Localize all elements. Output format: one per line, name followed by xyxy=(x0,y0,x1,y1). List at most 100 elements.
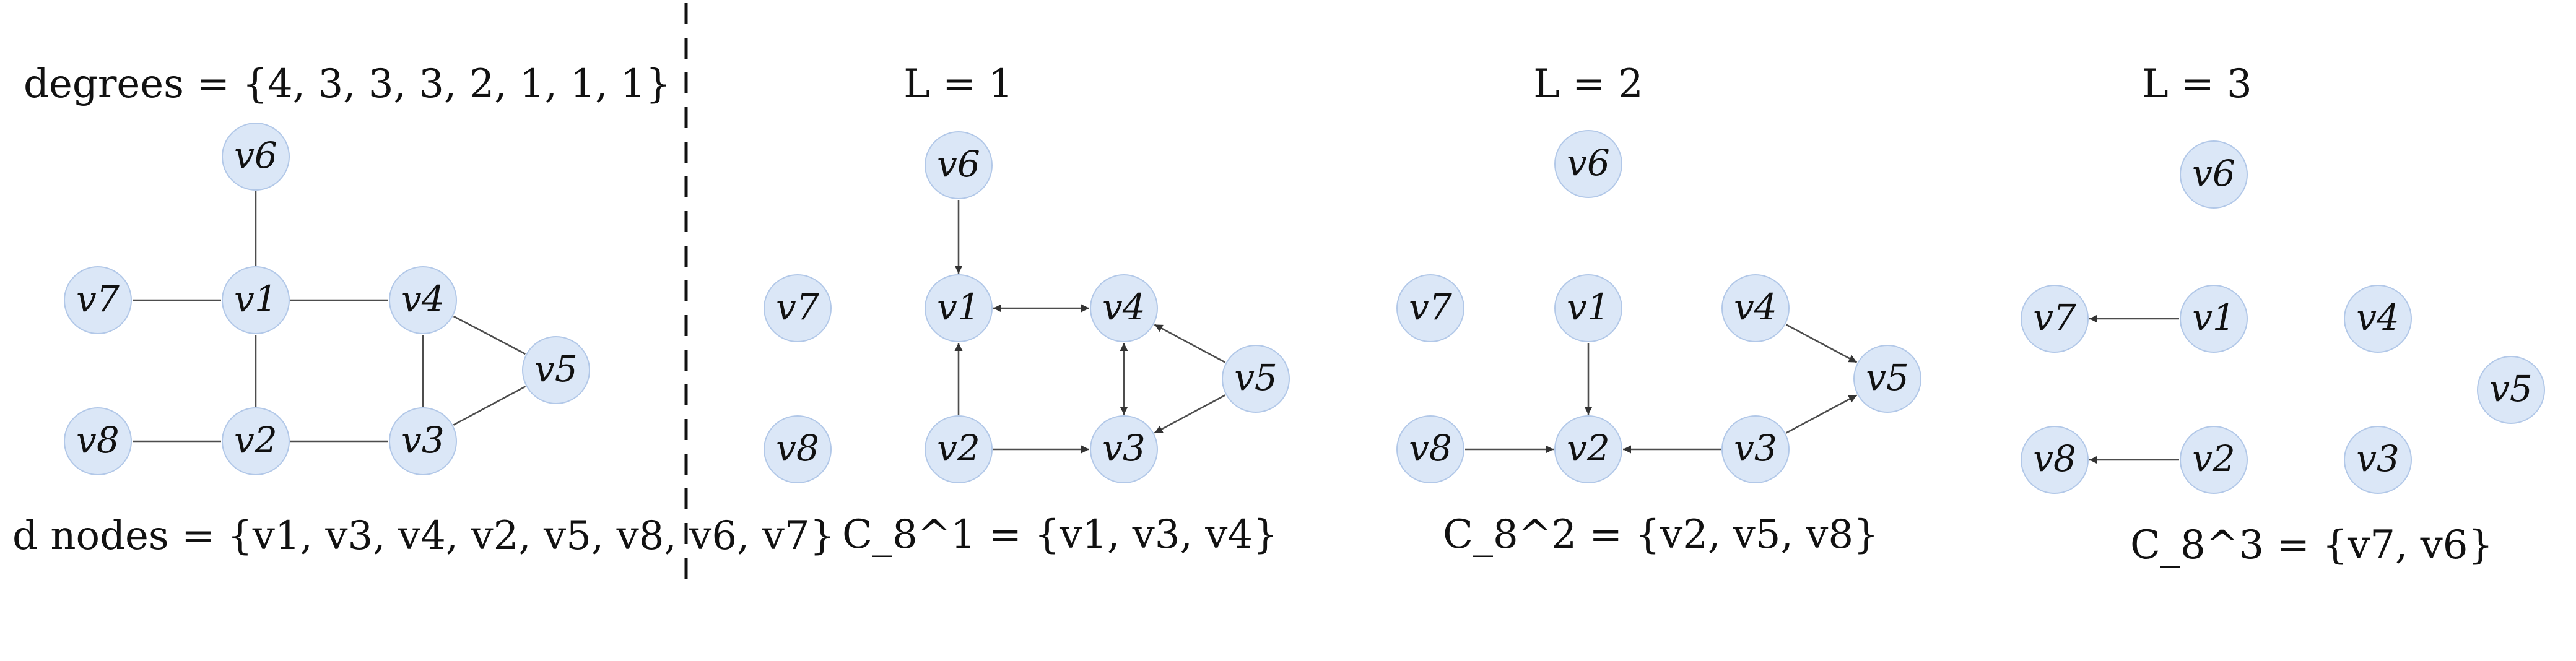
node-circle xyxy=(925,415,993,483)
node-l1-v8: v8 xyxy=(764,415,832,483)
node-label: v4 xyxy=(1734,286,1777,328)
node-original-v1: v1 xyxy=(222,266,290,334)
node-circle xyxy=(2021,426,2089,494)
node-label: v7 xyxy=(2033,296,2076,339)
sorted-nodes-label-text: d nodes = {v1, v3, v4, v2, v5, v8, v6, v… xyxy=(12,513,835,559)
node-l1-v1: v1 xyxy=(925,274,993,342)
edge-l2-v4-v5 xyxy=(1785,324,1858,363)
node-circle xyxy=(222,407,290,475)
node-label: v1 xyxy=(2192,296,2235,339)
node-label: v8 xyxy=(776,427,819,469)
panel-title-l3: L = 3 xyxy=(2142,61,2252,107)
caption-l1-text: C_8^1 = {v1, v3, v4} xyxy=(842,512,1278,558)
node-circle xyxy=(1396,415,1464,483)
caption-l3-text: C_8^3 = {v7, v6} xyxy=(2130,522,2493,568)
node-label: v8 xyxy=(2033,438,2076,480)
node-l1-v3: v3 xyxy=(1090,415,1158,483)
panel-title-l1-text: L = 1 xyxy=(903,61,1014,107)
node-l3-v3: v3 xyxy=(2344,426,2412,494)
node-circle xyxy=(925,131,993,199)
node-circle xyxy=(64,407,132,475)
node-circle xyxy=(2180,140,2248,209)
node-l2-v4: v4 xyxy=(1721,274,1790,342)
edge-original-v3-v5 xyxy=(453,386,526,426)
node-l3-v6: v6 xyxy=(2180,140,2248,209)
node-original-v3: v3 xyxy=(389,407,457,475)
nodes-layer: v1 v2 v3 v4 v5 v6 v7 v8 v1 v2 v3 v4 v5 v6 v7 v8 v1 v2 v3 v4… xyxy=(64,123,2545,494)
node-label: v2 xyxy=(937,427,980,469)
node-l2-v8: v8 xyxy=(1396,415,1464,483)
node-l1-v6: v6 xyxy=(925,131,993,199)
node-original-v2: v2 xyxy=(222,407,290,475)
node-label: v5 xyxy=(2489,368,2533,410)
node-l3-v7: v7 xyxy=(2021,285,2089,353)
node-original-v6: v6 xyxy=(222,123,290,191)
node-l2-v6: v6 xyxy=(1554,130,1622,198)
node-circle xyxy=(2344,285,2412,353)
node-l3-v2: v2 xyxy=(2180,426,2248,494)
node-l2-v7: v7 xyxy=(1396,274,1464,342)
node-original-v5: v5 xyxy=(522,336,590,404)
node-label: v3 xyxy=(1734,427,1777,469)
node-circle xyxy=(1554,415,1622,483)
node-label: v8 xyxy=(76,419,120,461)
panel-title-l1: L = 1 xyxy=(903,61,1014,107)
node-label: v2 xyxy=(234,419,277,461)
node-circle xyxy=(764,415,832,483)
node-circle xyxy=(1554,274,1622,342)
node-label: v2 xyxy=(2192,438,2235,480)
node-label: v6 xyxy=(234,134,277,176)
edges-layer xyxy=(133,191,2179,464)
node-original-v7: v7 xyxy=(64,266,132,334)
node-circle xyxy=(1222,345,1290,413)
node-circle xyxy=(925,274,993,342)
node-circle xyxy=(64,266,132,334)
node-label: v7 xyxy=(1409,286,1452,328)
degrees-label: degrees = {4, 3, 3, 3, 2, 1, 1, 1} xyxy=(24,61,671,107)
node-circle xyxy=(1090,274,1158,342)
node-label: v6 xyxy=(937,143,980,185)
node-l2-v3: v3 xyxy=(1721,415,1790,483)
node-circle xyxy=(1396,274,1464,342)
caption-l3: C_8^3 = {v7, v6} xyxy=(2130,522,2493,568)
node-circle xyxy=(2180,426,2248,494)
node-circle xyxy=(2477,356,2545,424)
caption-l2-text: C_8^2 = {v2, v5, v8} xyxy=(1443,512,1879,558)
node-original-v8: v8 xyxy=(64,407,132,475)
node-circle xyxy=(2021,285,2089,353)
node-label: v2 xyxy=(1567,427,1610,469)
node-label: v8 xyxy=(1409,427,1452,469)
node-label: v6 xyxy=(2192,152,2235,194)
node-label: v4 xyxy=(401,278,445,320)
node-circle xyxy=(1853,345,1921,413)
node-label: v1 xyxy=(1567,286,1610,328)
node-circle xyxy=(222,266,290,334)
node-label: v1 xyxy=(937,286,980,328)
edge-l1-v5-v4 xyxy=(1154,324,1226,363)
node-label: v4 xyxy=(2356,296,2400,339)
node-circle xyxy=(2180,285,2248,353)
panel-title-l3-text: L = 3 xyxy=(2142,61,2252,107)
node-circle xyxy=(1721,415,1790,483)
node-circle xyxy=(764,274,832,342)
node-label: v7 xyxy=(776,286,819,328)
node-label: v1 xyxy=(234,278,277,320)
node-circle xyxy=(222,123,290,191)
node-label: v3 xyxy=(1102,427,1146,469)
degrees-label-text: degrees = {4, 3, 3, 3, 2, 1, 1, 1} xyxy=(24,61,671,107)
node-circle xyxy=(1090,415,1158,483)
node-circle xyxy=(389,266,457,334)
node-circle xyxy=(389,407,457,475)
node-l2-v1: v1 xyxy=(1554,274,1622,342)
node-l1-v2: v2 xyxy=(925,415,993,483)
edge-original-v4-v5 xyxy=(453,315,526,355)
node-l3-v4: v4 xyxy=(2344,285,2412,353)
node-circle xyxy=(2344,426,2412,494)
node-label: v5 xyxy=(1866,356,1909,399)
node-l3-v8: v8 xyxy=(2021,426,2089,494)
edge-l2-v3-v5 xyxy=(1785,394,1858,434)
node-circle xyxy=(1721,274,1790,342)
node-label: v5 xyxy=(1234,356,1277,399)
node-l3-v5: v5 xyxy=(2477,356,2545,424)
